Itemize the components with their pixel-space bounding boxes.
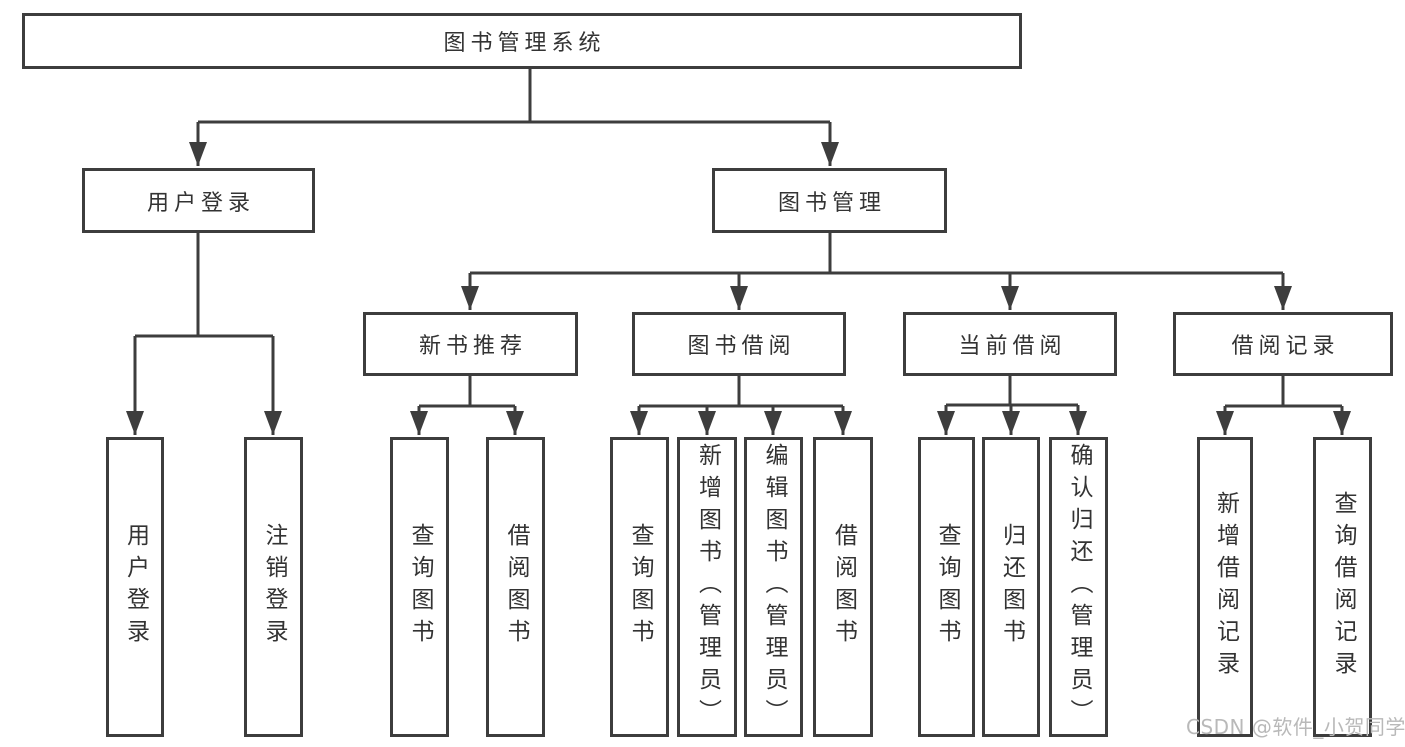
connector-root-to-level2 (189, 69, 839, 166)
connector-current-borrowing-branch (937, 376, 1087, 435)
leaf-borrow-books-borrowing: 借阅图书 (813, 437, 873, 737)
watermark: CSDN @软件_小贺同学 (1186, 715, 1405, 739)
node-borrowing-records: 借阅记录 (1173, 312, 1393, 376)
leaf-confirm-return-admin: 确认归还（管理员） (1049, 437, 1108, 737)
leaf-user-login: 用户登录 (106, 437, 164, 737)
node-new-book-recommend: 新书推荐 (363, 312, 578, 376)
connector-borrowing-records-branch (1216, 376, 1351, 435)
node-book-management: 图书管理 (712, 168, 947, 233)
connector-user-login-branch (126, 233, 282, 435)
node-current-borrowing: 当前借阅 (903, 312, 1117, 376)
leaf-add-book-admin: 新增图书（管理员） (677, 437, 737, 737)
node-user-login: 用户登录 (82, 168, 315, 233)
leaf-logout: 注销登录 (244, 437, 303, 737)
leaf-query-books-recommend: 查询图书 (390, 437, 449, 737)
leaf-borrow-books-recommend: 借阅图书 (486, 437, 545, 737)
node-library-system: 图书管理系统 (22, 13, 1022, 69)
leaf-add-borrow-record: 新增借阅记录 (1197, 437, 1253, 737)
leaf-query-books-current: 查询图书 (918, 437, 975, 737)
connector-book-borrowing-branch (630, 376, 852, 435)
leaf-edit-book-admin: 编辑图书（管理员） (744, 437, 803, 737)
connector-book-management-branch (461, 233, 1292, 310)
connector-new-book-recommend-branch (410, 376, 524, 435)
node-book-borrowing: 图书借阅 (632, 312, 846, 376)
leaf-query-books-borrowing: 查询图书 (610, 437, 669, 737)
leaf-return-book: 归还图书 (982, 437, 1040, 737)
leaf-query-borrow-record: 查询借阅记录 (1313, 437, 1372, 737)
